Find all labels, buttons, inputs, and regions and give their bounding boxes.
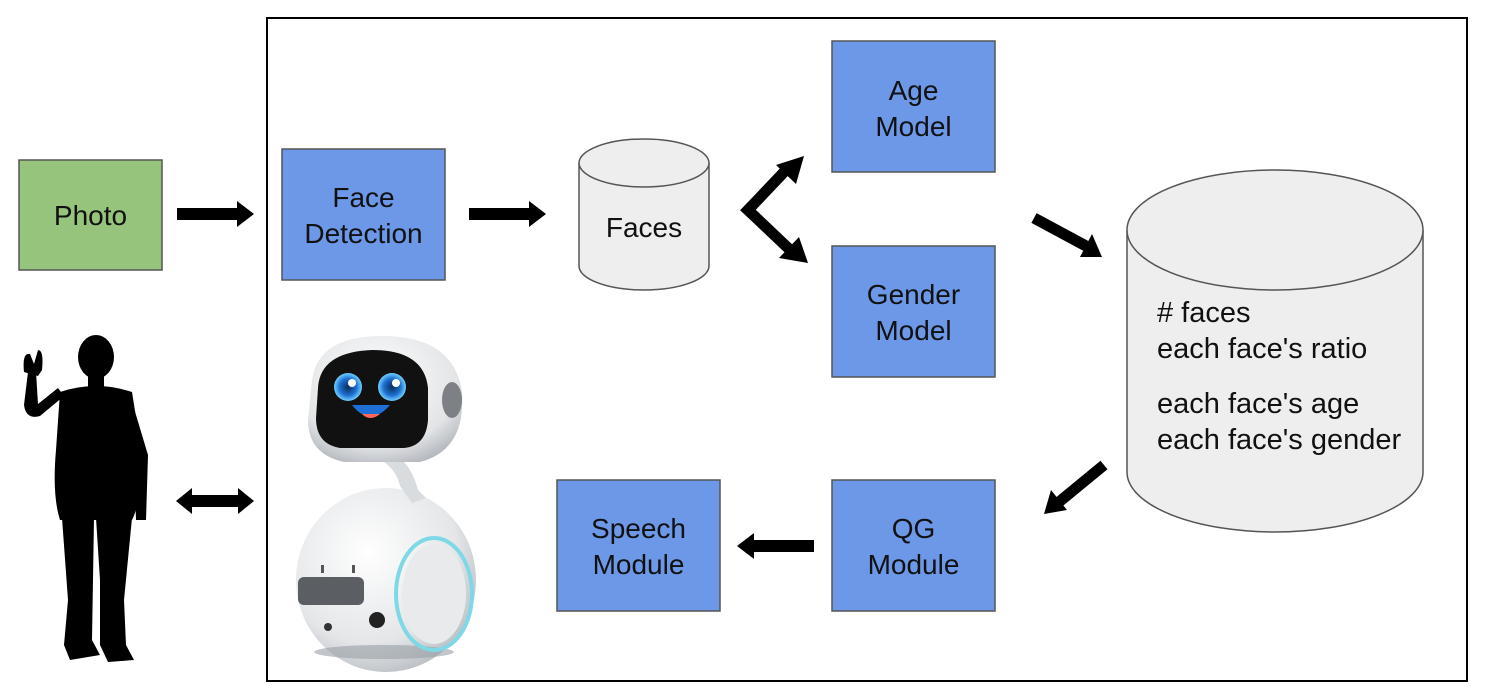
gender-model-box: Gender Model [831,245,996,378]
arrow-features-to-qg [1044,460,1108,514]
speech-module-label-line2: Module [593,549,685,580]
age-model-label-line1: Age [889,75,939,106]
face-detection-label-line2: Detection [304,218,422,249]
photo-label: Photo [54,200,127,231]
arrow-models-to-features [1031,213,1102,257]
age-model-box: Age Model [831,40,996,173]
faces-store: Faces [578,138,710,291]
robot-icon [296,336,476,672]
age-model-label-line2: Model [875,111,951,142]
arrow-detection-to-faces [469,201,546,227]
gender-model-label-line2: Model [875,315,951,346]
face-detection-box: Face Detection [281,148,446,281]
features-store-line1: # faces [1157,297,1251,329]
photo-box: Photo [18,159,163,271]
arrow-faces-to-models [740,156,808,263]
qg-module-label-line1: QG [892,513,936,544]
qg-module-box: QG Module [831,479,996,612]
speech-module-label-line1: Speech [591,513,686,544]
faces-store-label: Faces [606,212,682,243]
qg-module-label-line2: Module [868,549,960,580]
arrow-qg-to-speech [737,533,814,559]
person-silhouette-icon [23,335,148,662]
arrow-person-robot [176,488,254,514]
features-store-line2: each face's ratio [1157,333,1367,365]
face-detection-label-line1: Face [332,182,394,213]
gender-model-label-line1: Gender [867,279,960,310]
features-store-line3: each face's age [1157,388,1359,420]
features-store: # faces each face's ratio each face's ag… [1126,169,1424,533]
system-frame [266,17,1468,682]
arrow-photo-to-detection [177,201,254,227]
features-store-line4: each face's gender [1157,424,1401,456]
speech-module-box: Speech Module [556,479,721,612]
